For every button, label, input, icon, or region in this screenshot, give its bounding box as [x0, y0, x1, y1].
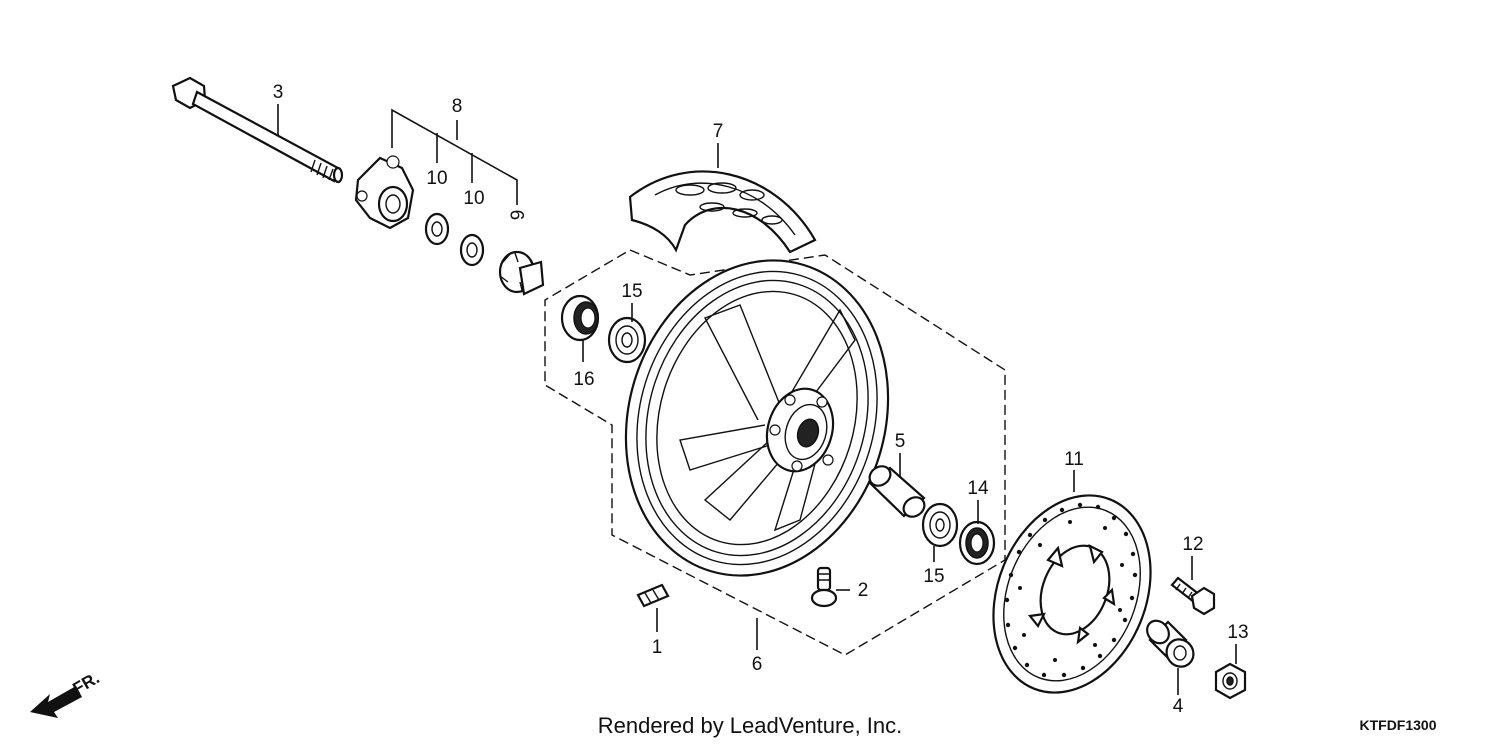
label-part-16: 16 [573, 369, 594, 390]
label-part-1: 1 [652, 637, 663, 658]
diagram-code: KTFDF1300 [1359, 717, 1436, 733]
label-part-9: 9 [508, 210, 529, 221]
disc-bolt [1170, 576, 1216, 616]
wheel-rim [624, 259, 890, 577]
axle-bolt [171, 76, 344, 184]
label-part-15a: 15 [621, 281, 642, 302]
bearing-15b [921, 502, 959, 548]
label-part-4: 4 [1173, 696, 1184, 717]
washer-10b [459, 233, 485, 267]
label-part-10a: 10 [426, 168, 447, 189]
label-part-7: 7 [713, 121, 724, 142]
dust-seal [560, 294, 600, 342]
leader-lines [277, 104, 1237, 695]
disc-holes [1004, 502, 1138, 678]
label-part-10b: 10 [463, 188, 484, 209]
label-part-6: 6 [752, 654, 763, 675]
label-part-15b: 15 [923, 566, 944, 587]
tire-valve [810, 566, 838, 608]
brake-disc [992, 494, 1152, 694]
balance-weight [636, 583, 670, 608]
label-part-13: 13 [1227, 622, 1248, 643]
side-collar [1146, 619, 1195, 668]
label-part-3: 3 [273, 82, 284, 103]
label-part-14: 14 [967, 478, 989, 499]
label-part-2: 2 [858, 580, 869, 601]
axle-nut [1214, 662, 1247, 700]
dust-seal-14 [958, 520, 996, 566]
label-part-5: 5 [895, 431, 906, 452]
render-credit: Rendered by LeadVenture, Inc. [598, 713, 903, 738]
label-part-11: 11 [1064, 449, 1084, 470]
label-part-8: 8 [452, 96, 463, 117]
front-direction-indicator: FR. [30, 668, 103, 718]
label-part-12: 12 [1182, 534, 1203, 555]
speedometer-gearbox [354, 155, 415, 230]
fender-tire-band [628, 170, 817, 254]
distance-collar [868, 465, 926, 518]
speedometer-gear [498, 250, 545, 296]
part-8-bracket [391, 108, 518, 205]
front-arrow-icon [30, 686, 82, 718]
bearing-15a [607, 316, 647, 364]
washer-10a [424, 212, 450, 246]
